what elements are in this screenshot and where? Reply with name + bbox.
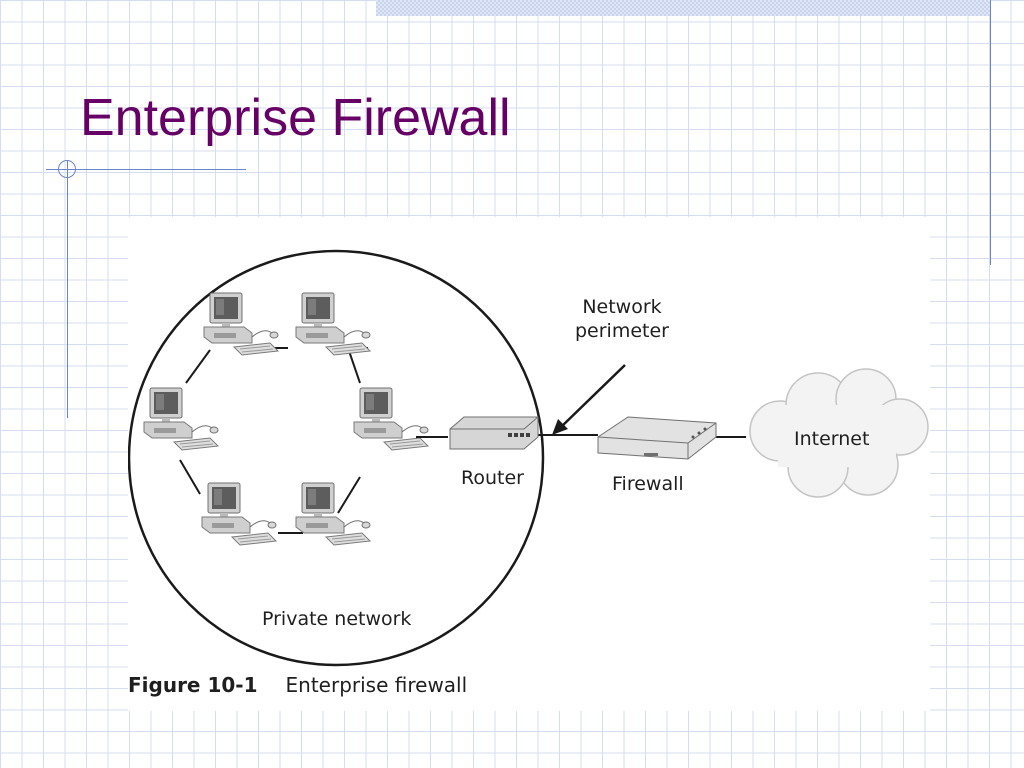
network-perimeter-label: Network perimeter — [562, 295, 682, 343]
decorative-top-band — [376, 0, 990, 16]
firewall-label: Firewall — [612, 472, 684, 496]
workstation-icon — [354, 388, 428, 450]
workstation-icon — [144, 388, 218, 450]
workstation-icon — [202, 483, 276, 545]
network-perimeter-line1: Network — [562, 295, 682, 319]
decorative-right-rule — [990, 0, 991, 265]
workstation-icon — [296, 293, 370, 355]
network-perimeter-line2: perimeter — [562, 319, 682, 343]
title-underline — [46, 169, 246, 170]
private-network-label: Private network — [262, 607, 411, 631]
network-diagram — [128, 217, 930, 711]
firewall-icon — [598, 417, 716, 459]
internet-label: Internet — [794, 427, 869, 451]
router-icon — [450, 417, 538, 449]
decorative-left-rule — [67, 160, 68, 418]
title-ring-ornament — [58, 160, 76, 178]
figure-number: Figure 10-1 — [128, 673, 258, 697]
network-diagram-figure: Network perimeter Router Firewall Intern… — [128, 217, 930, 711]
figure-caption-text: Enterprise firewall — [286, 673, 468, 697]
arrow-icon — [552, 365, 625, 435]
workstation-icon — [296, 483, 370, 545]
slide-title: Enterprise Firewall — [80, 88, 511, 148]
workstation-icon — [204, 293, 278, 355]
figure-caption: Figure 10-1 Enterprise firewall — [128, 673, 467, 698]
private-network-boundary — [129, 251, 543, 665]
router-label: Router — [461, 466, 524, 490]
